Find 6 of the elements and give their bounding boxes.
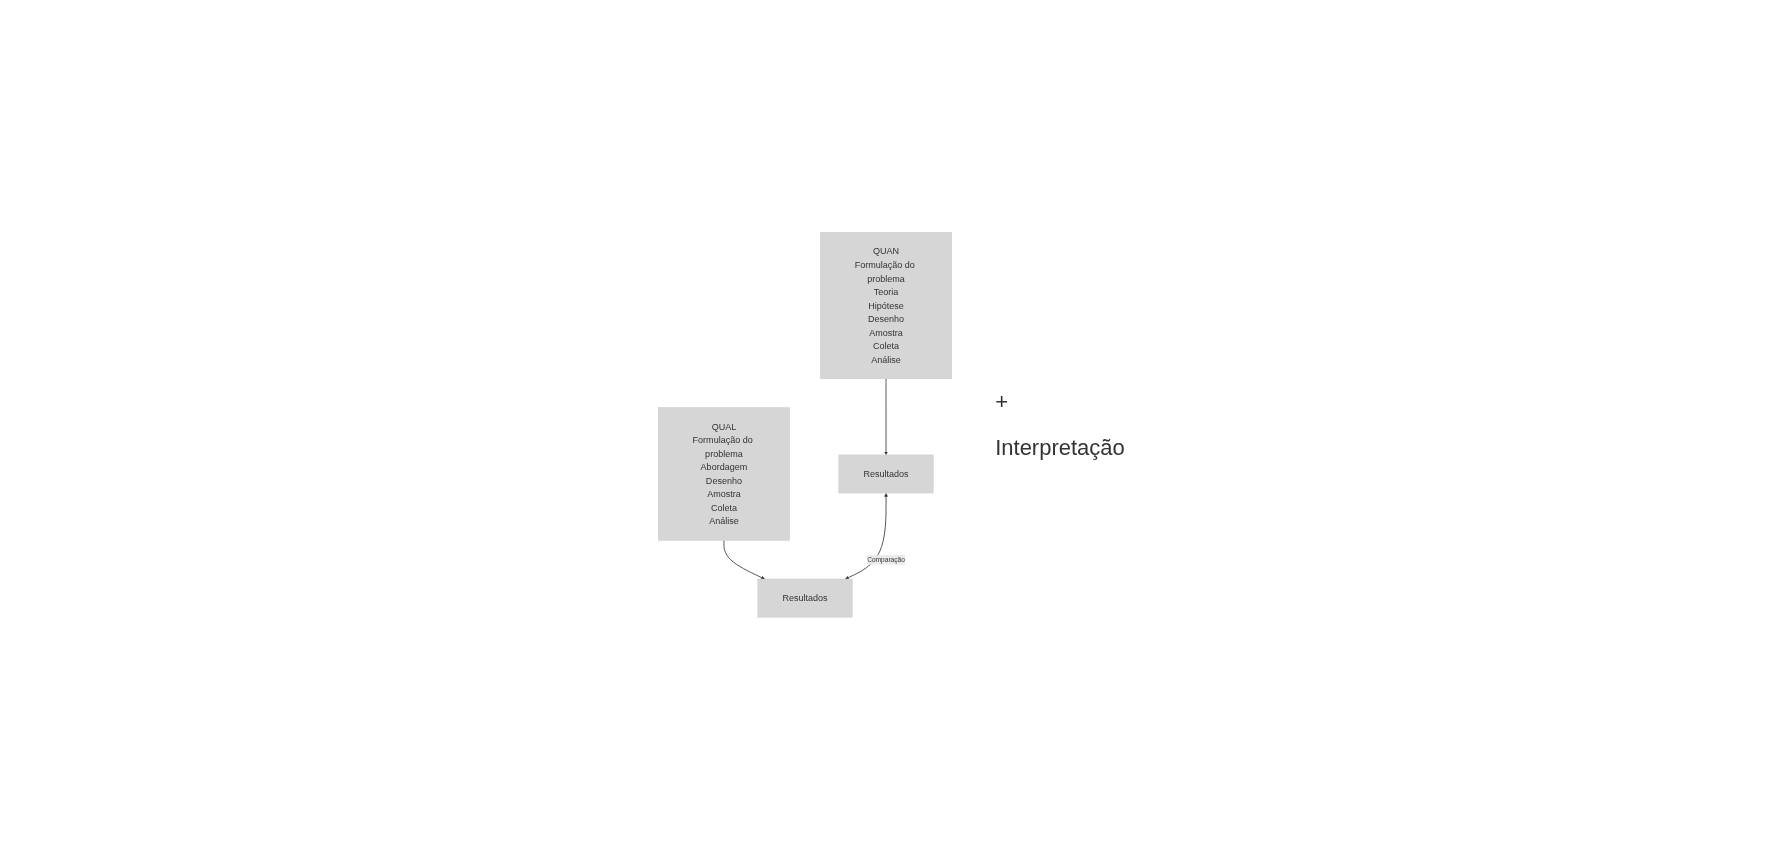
- note-label: Interpretação: [995, 434, 1125, 461]
- node-box: QUAN Formulação do problema Teoria Hipótese Desenho Amostra Coleta Análise: [820, 231, 953, 379]
- node-box: Resultados: [838, 454, 934, 494]
- node-box: QUAL Formulação do problema Abordagem Desenho Amostra Coleta Análise: [658, 407, 790, 541]
- node-box: Resultados: [757, 578, 853, 618]
- note-label: +: [995, 388, 1010, 415]
